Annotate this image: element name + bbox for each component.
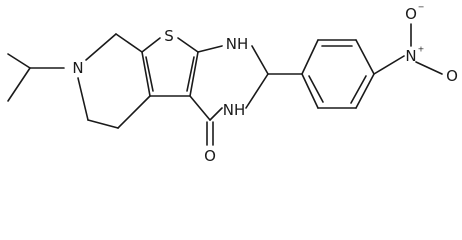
structure-canvas: S NH NH N O N + O − O <box>7 3 458 165</box>
piperidine-ring-bonds <box>77 33 151 129</box>
nitro-oxygen-top-label: O <box>405 5 417 23</box>
sulfur-label: S <box>164 27 174 45</box>
pyrimidinone-ring-bonds <box>189 45 269 121</box>
nitro-negative-charge: − <box>418 3 425 12</box>
amine-nh-top-label: NH <box>226 35 249 53</box>
amine-nh-bottom-label: NH <box>223 101 246 119</box>
phenyl-ring-bonds <box>267 39 375 109</box>
nitro-nitrogen-label: N <box>405 47 416 65</box>
thiophene-ring-bonds <box>141 37 199 97</box>
isopropyl-bonds <box>7 53 65 102</box>
ring-nitrogen-label: N <box>72 59 83 77</box>
carbonyl-bonds <box>206 121 214 146</box>
nitro-oxygen-right-label: O <box>446 67 458 85</box>
carbonyl-oxygen-label: O <box>204 147 216 165</box>
molecule-structure: S NH NH N O N + O − O <box>7 3 458 165</box>
nitro-positive-charge: + <box>418 45 425 54</box>
nitro-bonds <box>373 23 443 75</box>
